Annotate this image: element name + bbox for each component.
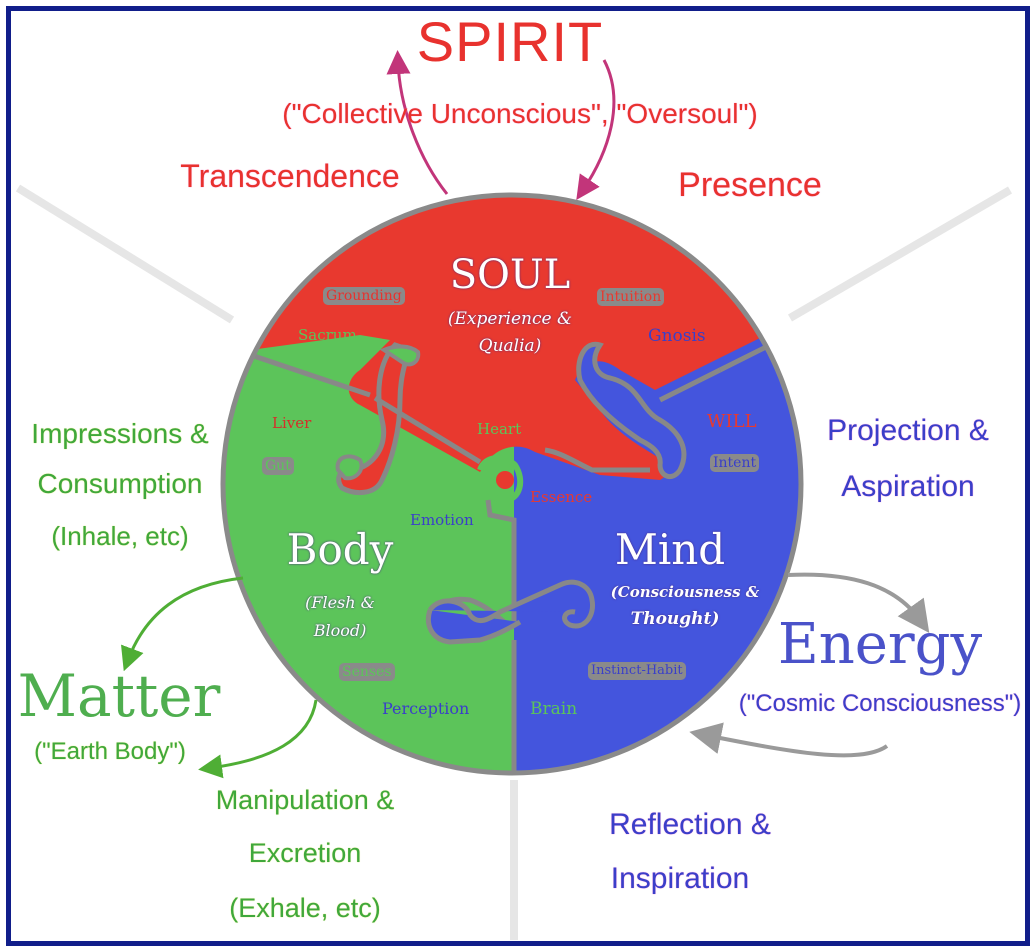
intent-badge: Intent bbox=[710, 454, 760, 472]
mind-soul-connector bbox=[576, 341, 687, 480]
impressions-line-3: (Inhale, etc) bbox=[51, 521, 189, 551]
essence-connector bbox=[477, 455, 524, 504]
intuition-badge: Intuition bbox=[597, 288, 665, 306]
gut-badge: Gut bbox=[262, 457, 294, 475]
body-soul-tab bbox=[379, 344, 421, 367]
body-subtitle-1: (Flesh & bbox=[305, 593, 375, 612]
reflection-line-1: Reflection & bbox=[609, 808, 771, 841]
spirit-subtitle: ("Collective Unconscious", "Oversoul") bbox=[282, 98, 758, 129]
manipulation-line-2: Excretion bbox=[248, 838, 362, 868]
instinct-habit-badge: Instinct-Habit bbox=[588, 662, 686, 680]
outer-ring bbox=[220, 192, 804, 776]
body-title: Body bbox=[286, 525, 394, 574]
spoke-upper-right bbox=[787, 186, 1013, 322]
gnosis-label: Gnosis bbox=[648, 326, 706, 346]
body-mind-connector bbox=[425, 579, 596, 645]
brain-label: Brain bbox=[530, 699, 578, 719]
projection-line-1: Projection & bbox=[827, 414, 989, 447]
heart-label: Heart bbox=[477, 420, 522, 438]
impressions-line-1: Impressions & bbox=[31, 418, 209, 449]
spirit-arrow-down bbox=[576, 59, 616, 200]
manipulation-line-1: Manipulation & bbox=[215, 785, 395, 815]
soul-sector bbox=[224, 196, 800, 480]
spirit-arrow-up bbox=[386, 50, 449, 195]
perception-label: Perception bbox=[382, 699, 470, 718]
body-subtitle-2: Blood) bbox=[313, 621, 367, 640]
reflection-line-2: Inspiration bbox=[610, 862, 750, 895]
transcendence-label: Transcendence bbox=[180, 158, 400, 194]
body-gut-tab bbox=[335, 454, 364, 481]
matter-title: Matter bbox=[17, 662, 221, 730]
will-label: WILL bbox=[707, 411, 757, 432]
divider-body-center bbox=[373, 395, 482, 465]
divider-center-mind bbox=[544, 367, 722, 473]
soul-title: SOUL bbox=[449, 252, 571, 298]
impressions-line-2: Consumption bbox=[37, 468, 203, 499]
liver-label: Liver bbox=[272, 414, 312, 432]
mind-subtitle-2: Thought) bbox=[630, 609, 720, 629]
soul-body-connector bbox=[336, 342, 414, 495]
spirit-title: SPIRIT bbox=[416, 10, 604, 73]
energy-subtitle: ("Cosmic Consciousness") bbox=[738, 690, 1022, 717]
emotion-label: Emotion bbox=[410, 511, 474, 529]
energy-arrow-upper bbox=[787, 572, 930, 634]
energy-arrow-lower bbox=[689, 722, 889, 758]
soul-subtitle-2: Qualia) bbox=[478, 336, 542, 356]
presence-label: Presence bbox=[678, 166, 822, 204]
energy-title: Energy bbox=[777, 612, 983, 677]
soul-subtitle-1: (Experience & bbox=[447, 309, 573, 329]
mind-subtitle-1: (Consciousness & bbox=[610, 583, 760, 601]
projection-line-2: Aspiration bbox=[841, 470, 975, 503]
senses-badge: Senses bbox=[339, 663, 395, 681]
essence-label: Essence bbox=[530, 488, 593, 506]
manipulation-line-3: (Exhale, etc) bbox=[229, 893, 381, 923]
spoke-upper-left bbox=[15, 184, 235, 324]
matter-arrow-lower bbox=[198, 699, 318, 779]
matter-arrow-upper bbox=[121, 576, 244, 672]
grounding-badge: Grounding bbox=[323, 287, 405, 305]
mind-title: Mind bbox=[614, 525, 726, 574]
sacrum-label: Sacrum bbox=[298, 326, 357, 344]
essence-core bbox=[496, 471, 514, 489]
matter-subtitle: ("Earth Body") bbox=[34, 738, 186, 765]
